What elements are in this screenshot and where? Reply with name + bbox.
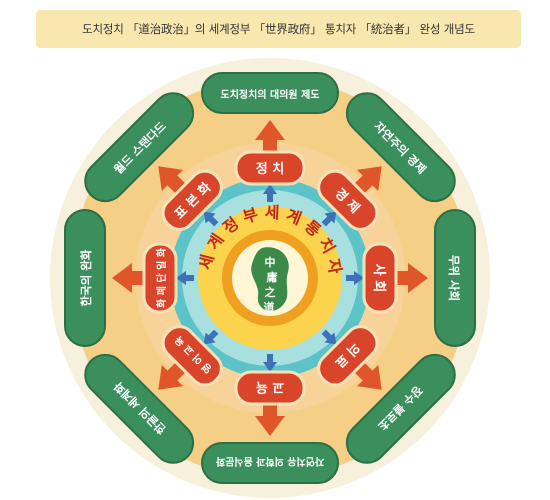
middle-node-pill — [161, 325, 223, 387]
middle-node-label: 정 치 — [256, 161, 284, 177]
inner-arrow-shape — [321, 211, 337, 227]
inner-arrow — [321, 211, 337, 227]
outer-arrow — [255, 120, 285, 160]
outer-arrow-shape — [255, 120, 285, 160]
middle-node-pill — [161, 169, 223, 231]
outer-node: 자연치유 의학과 음식문화 — [201, 442, 339, 484]
outer-node-pill — [84, 92, 195, 203]
outer-arrow-shape — [388, 263, 428, 293]
middle-node: 사 회 — [362, 242, 398, 314]
inner-arrow — [176, 271, 194, 285]
inner-arrow-shape — [263, 184, 277, 202]
middle-node-pill — [142, 242, 178, 314]
outer-arrow — [112, 263, 152, 293]
outer-node-pill — [84, 353, 195, 464]
inner-arrow-shape — [346, 271, 364, 285]
outer-node-label: 무위 사회 — [447, 255, 461, 301]
middle-node-pill — [317, 325, 379, 387]
middle-node: 정 치 — [234, 150, 306, 186]
middle-node-pill — [362, 242, 398, 314]
inner-arrow — [203, 329, 219, 345]
outer-arrow — [388, 263, 428, 293]
outer-node-label: 한국의 완화 — [79, 249, 93, 306]
center-char-3: 之 — [265, 285, 276, 299]
outer-node: 한국의 완화 — [64, 209, 106, 347]
inner-arrow — [203, 211, 219, 227]
outer-arrow-shape — [255, 396, 285, 436]
outer-node-label: 자연치유 의학과 음식문화 — [215, 455, 324, 468]
middle-node-pill — [234, 370, 306, 406]
inner-arrow-shape — [203, 211, 219, 227]
outer-node-pill — [201, 442, 339, 484]
middle-node-label: 사 회 — [371, 264, 387, 292]
outer-node-pill — [345, 92, 456, 203]
inner-arrows — [176, 184, 364, 372]
red-nodes: 정 치경 제사 회의 료교 육영 어 교 육화 폐 단 일 화표 본 화 — [142, 150, 398, 406]
outer-node-label: 도치정치의 대의원 제도 — [221, 88, 320, 101]
inner-arrow-shape — [321, 329, 337, 345]
inner-arrow-shape — [176, 271, 194, 285]
middle-node-label: 교 육 — [256, 379, 284, 395]
middle-node: 교 육 — [234, 370, 306, 406]
outer-node: 도치정치의 대의원 제도 — [201, 72, 339, 114]
middle-node-pill — [317, 169, 379, 231]
inner-arrow — [263, 354, 277, 372]
outer-node-pill — [434, 209, 476, 347]
inner-arrow-shape — [263, 354, 277, 372]
inner-arrow — [346, 271, 364, 285]
inner-arrow — [321, 329, 337, 345]
middle-node-label: 화 폐 단 일 화 — [155, 247, 168, 308]
center-char-2: 庸 — [267, 270, 278, 284]
middle-node-pill — [234, 150, 306, 186]
inner-arrow — [263, 184, 277, 202]
inner-arrow-shape — [203, 329, 219, 345]
diagram-title: 도치정치 「道治政治」의 세계정부 「世界政府」 통치자 「統治者」 완성 개념… — [36, 10, 521, 48]
middle-node: 경 제 — [317, 169, 379, 231]
outer-arrow-shape — [112, 263, 152, 293]
center-char-1: 中 — [265, 255, 276, 269]
outer-node-pill — [64, 209, 106, 347]
center-emblem — [251, 247, 289, 311]
outer-node-pill — [201, 72, 339, 114]
middle-node: 의 료 — [317, 325, 379, 387]
outer-node: 무위 사회 — [434, 209, 476, 347]
outer-arrow — [255, 396, 285, 436]
middle-node: 화 폐 단 일 화 — [142, 242, 178, 314]
center-char-4: 道 — [264, 300, 275, 314]
